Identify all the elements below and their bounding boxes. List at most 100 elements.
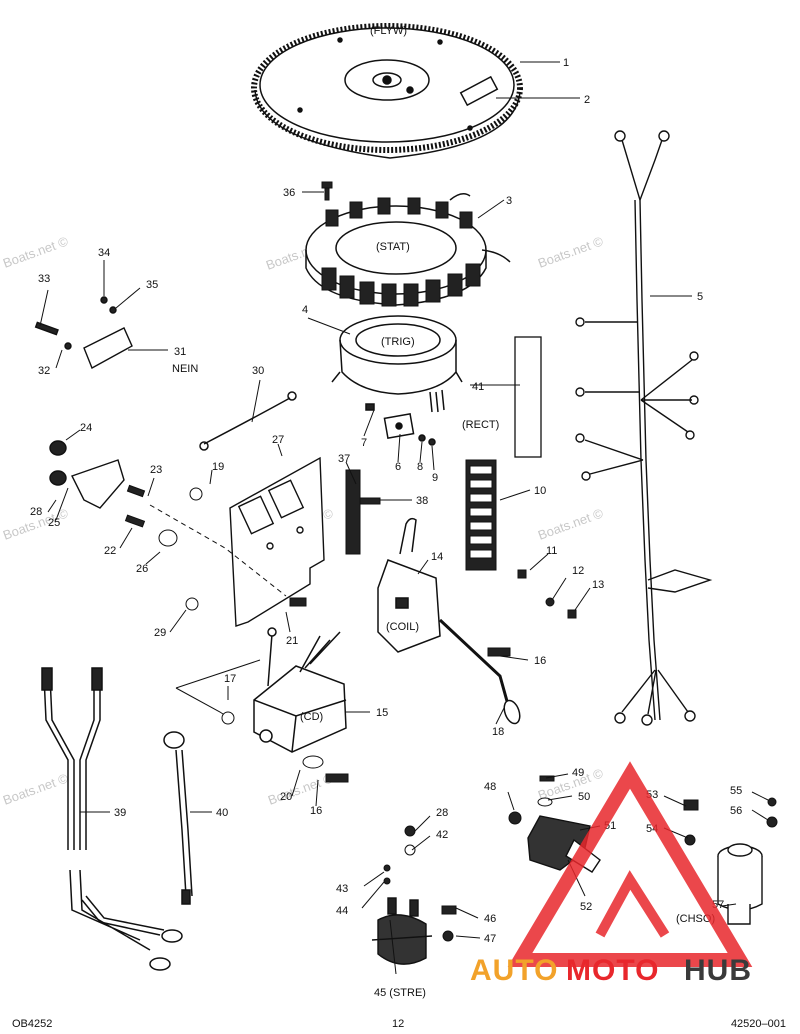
callout: 39	[114, 807, 126, 819]
trigger-tag: (TRIG)	[381, 336, 415, 348]
callout: 41	[472, 381, 484, 393]
callout: 15	[376, 707, 388, 719]
wiring-harness[interactable]	[575, 130, 713, 726]
logo-text-moto: MOTO	[566, 954, 659, 987]
callout: 30	[252, 365, 264, 377]
callout: 25	[48, 517, 60, 529]
callout: 6	[395, 461, 401, 473]
ignition-coil[interactable]	[377, 517, 523, 726]
flywheel-tag: (FLYW)	[370, 25, 407, 37]
stator-tag: (STAT)	[376, 241, 410, 253]
callout: 32	[38, 365, 50, 377]
callout: 9	[432, 472, 438, 484]
callout: 19	[212, 461, 224, 473]
footer-page: 12	[392, 1018, 405, 1030]
watermark: Boats.net ©	[1, 770, 71, 808]
nein-tag: NEIN	[172, 363, 198, 375]
callout: 7	[361, 437, 367, 449]
terminal-block[interactable]	[465, 459, 497, 571]
callout: 43	[336, 883, 348, 895]
callout: 1	[563, 57, 569, 69]
cable-40[interactable]	[163, 731, 193, 905]
callout: 17	[224, 673, 236, 685]
ground-wire-30[interactable]	[199, 391, 297, 451]
callout: 31	[174, 346, 186, 358]
callout: 52	[580, 901, 592, 913]
watermark: Boats.net ©	[266, 770, 336, 808]
callout: 49	[572, 767, 584, 779]
cd-tag: (CD)	[300, 711, 323, 723]
callout: 55	[730, 785, 742, 797]
coil-tag: (COIL)	[386, 621, 419, 633]
callout: 24	[80, 422, 92, 434]
terminal-strip[interactable]	[345, 469, 361, 555]
flywheel[interactable]	[251, 23, 523, 159]
leader-plate	[175, 659, 261, 721]
callout: 46	[484, 913, 496, 925]
watermark: Boats.net ©	[536, 505, 606, 543]
callout: 18	[492, 726, 504, 738]
callout: 29	[154, 627, 166, 639]
choke-tag: (CHSO)	[676, 913, 715, 925]
callout: 2	[584, 94, 590, 106]
callout: 21	[286, 635, 298, 647]
callout: 34	[98, 247, 110, 259]
solenoid-tag: 45 (STRE)	[374, 987, 426, 999]
callout: 35	[146, 279, 158, 291]
callout: 27	[272, 434, 284, 446]
watermark: Boats.net ©	[536, 233, 606, 271]
callout: 28	[436, 807, 448, 819]
callout: 11	[546, 545, 557, 557]
callout: 4	[302, 304, 308, 316]
callout: 16	[310, 805, 322, 817]
cd-module[interactable]	[253, 627, 347, 753]
automotohub-logo: AUTO MOTO HUB	[470, 761, 753, 987]
watermark: Boats.net ©	[1, 233, 71, 271]
callout: 20	[280, 791, 292, 803]
watermark: Boats.net ©	[536, 765, 606, 803]
choke-solenoid[interactable]	[717, 843, 763, 925]
callout: 50	[578, 791, 590, 803]
battery-cable-39[interactable]	[41, 667, 183, 971]
callout: 37	[338, 453, 350, 465]
callout: 36	[283, 187, 295, 199]
callout: 56	[730, 805, 742, 817]
callout: 44	[336, 905, 348, 917]
callout: 5	[697, 291, 703, 303]
rectifier-tag: (RECT)	[462, 419, 499, 431]
callout: 10	[534, 485, 546, 497]
callout: 23	[150, 464, 162, 476]
decal-41[interactable]	[514, 336, 542, 458]
callout: 16	[534, 655, 546, 667]
callout: 26	[136, 563, 148, 575]
logo-text-auto: AUTO	[470, 954, 558, 987]
callout: 3	[506, 195, 512, 207]
callout: 33	[38, 273, 50, 285]
trigger[interactable]	[331, 315, 463, 413]
callout: 8	[417, 461, 423, 473]
leader-lines	[39, 61, 769, 975]
screw-36[interactable]	[321, 181, 333, 201]
callout: 42	[436, 829, 448, 841]
bracket-25[interactable]	[49, 440, 125, 509]
callout: 14	[431, 551, 443, 563]
callout: 40	[216, 807, 228, 819]
callout: 38	[416, 495, 428, 507]
mounting-plate[interactable]	[229, 456, 325, 627]
stator[interactable]	[305, 193, 511, 307]
callout: 47	[484, 933, 496, 945]
switch-31[interactable]	[34, 296, 133, 369]
footer-code: OB4252	[12, 1018, 53, 1030]
callout: 22	[104, 545, 116, 557]
footer-ref: 42520–001	[730, 1018, 786, 1030]
hardware[interactable]	[124, 484, 778, 942]
callout: 48	[484, 781, 496, 793]
callout-labels: 1 2 3 4 5 6 7 8 9 10 11 12 13 14 15 16 1…	[30, 57, 742, 945]
logo-text-hub: HUB	[684, 954, 752, 987]
starter-solenoid[interactable]	[371, 897, 433, 965]
callout: 13	[592, 579, 604, 591]
callout: 12	[572, 565, 584, 577]
rectifier[interactable]	[365, 403, 436, 446]
leader-dashed	[149, 504, 287, 597]
